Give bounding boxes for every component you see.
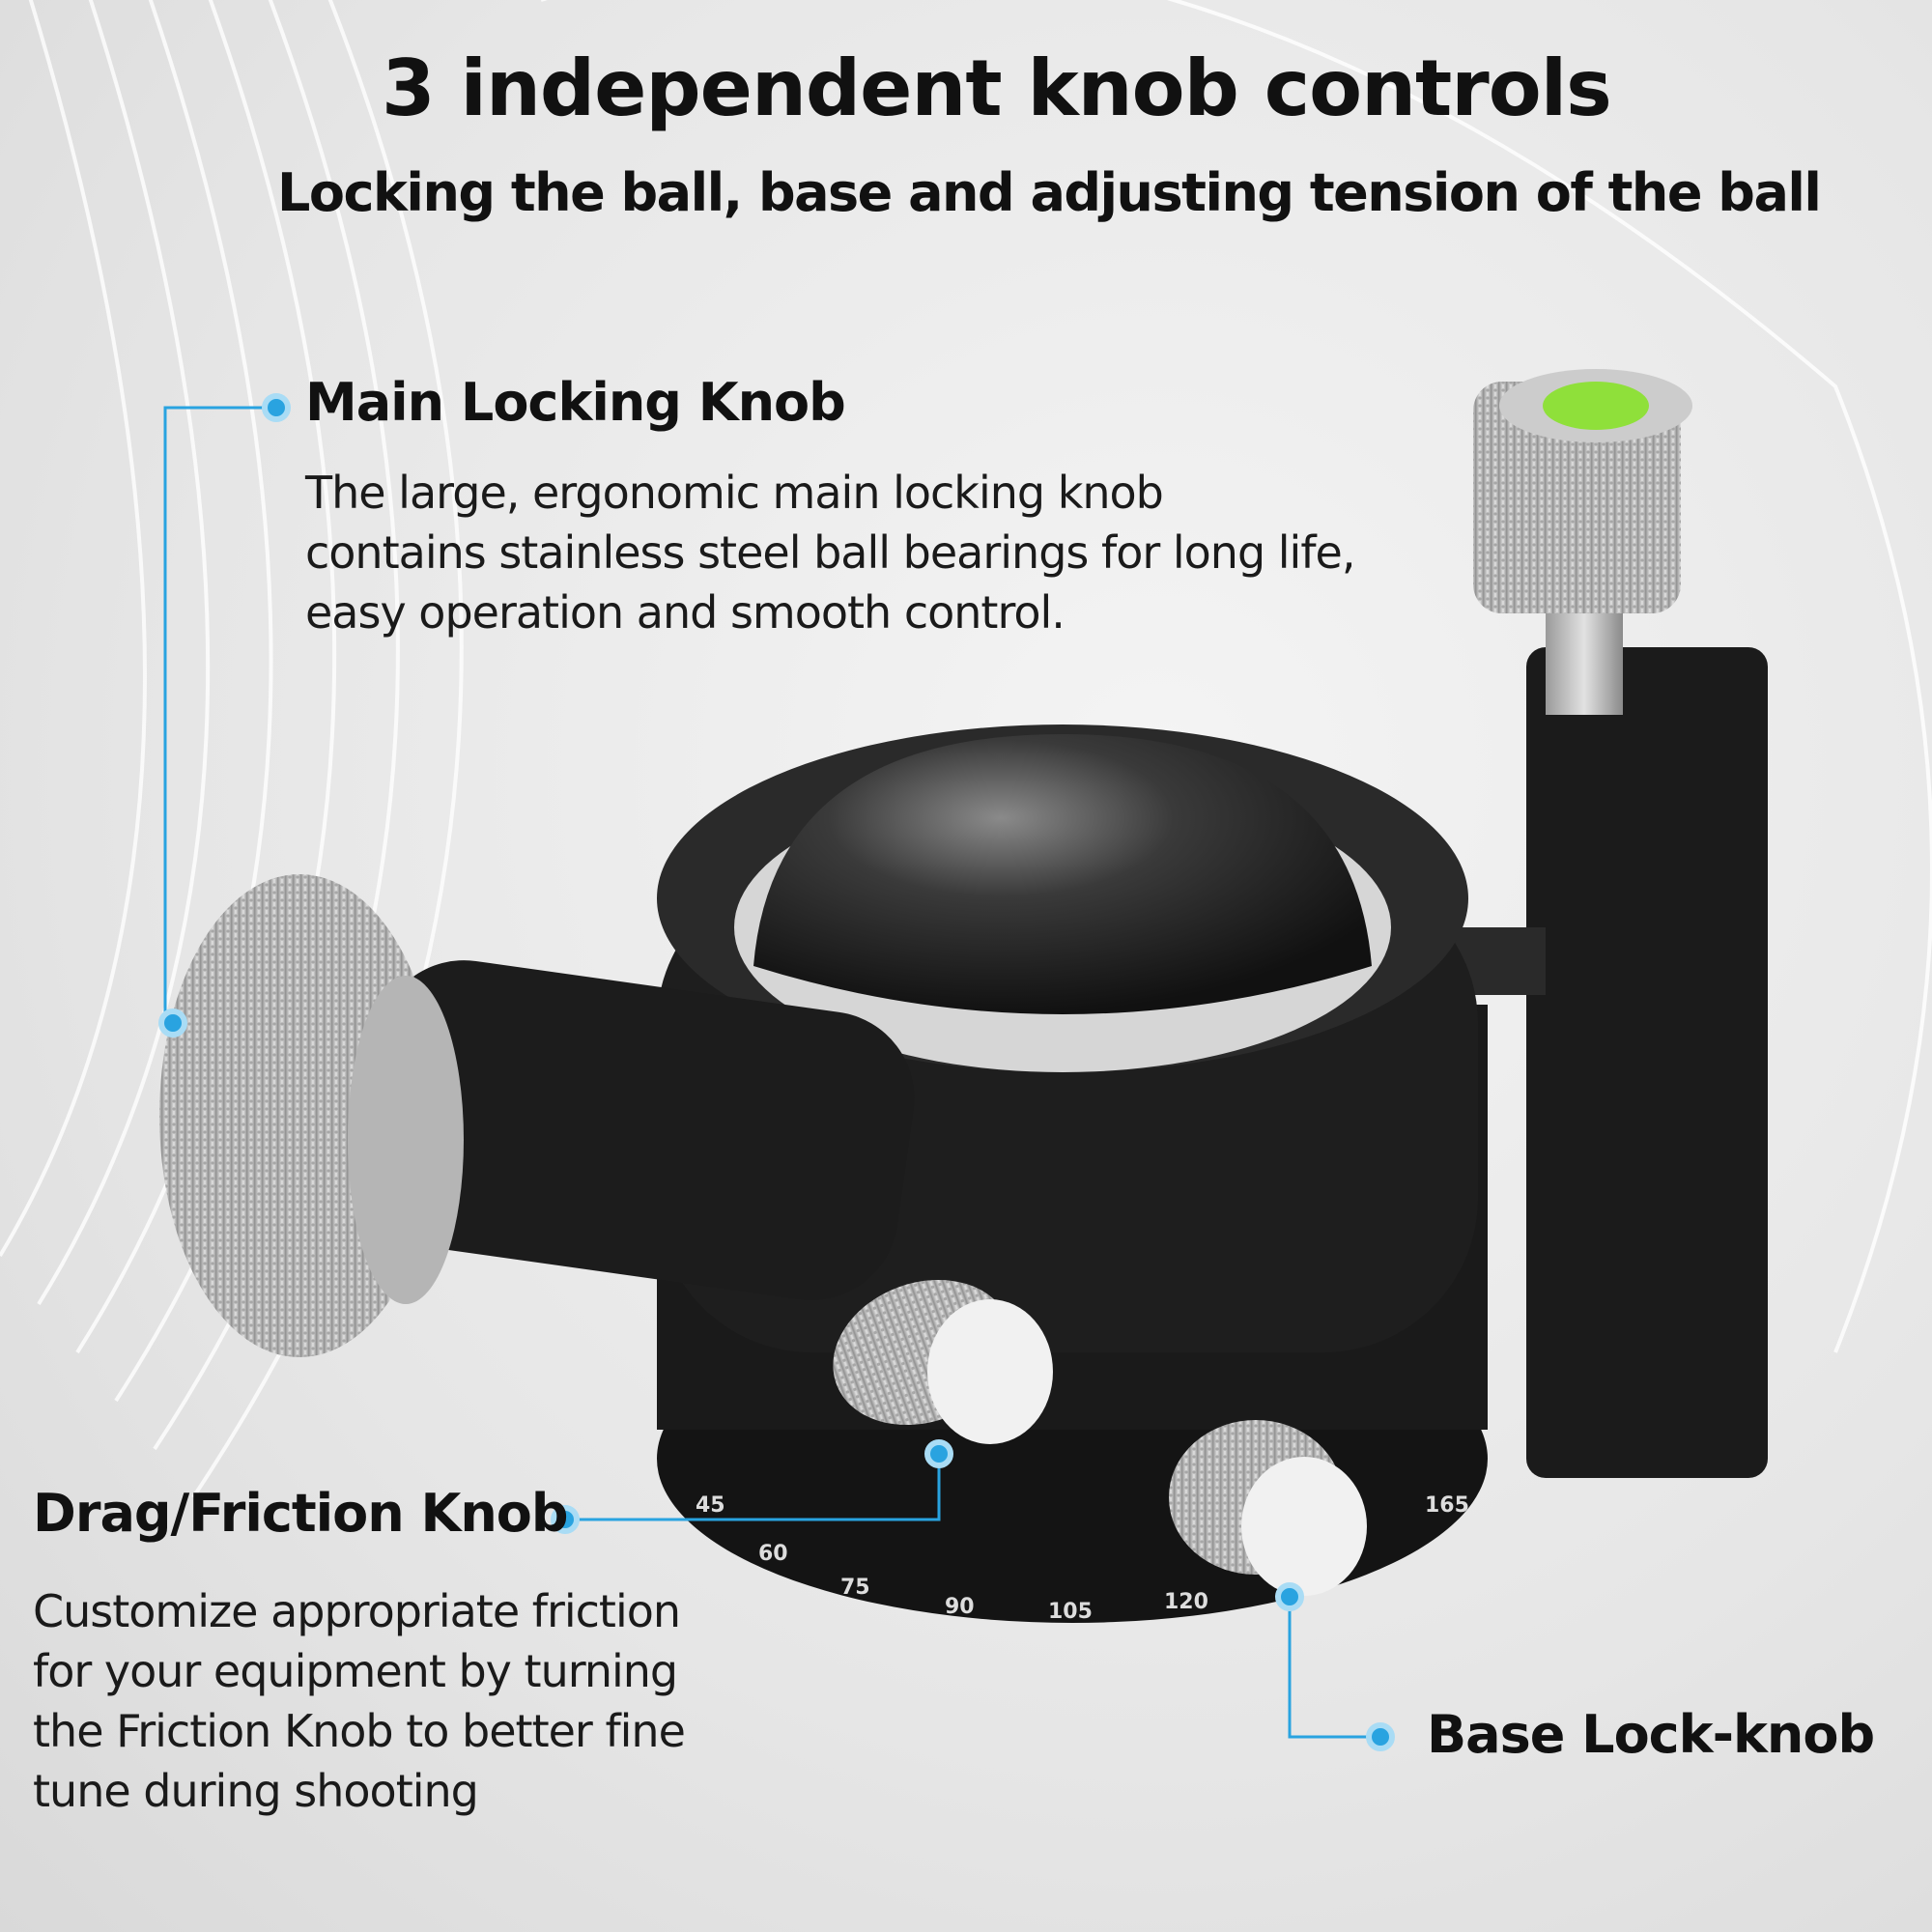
callout-dot <box>1366 1722 1395 1751</box>
main-knob-description: The large, ergonomic main locking knob c… <box>305 463 1355 642</box>
page-subtitle: Locking the ball, base and adjusting ten… <box>277 162 1822 223</box>
drag-knob-heading: Drag/Friction Knob <box>33 1483 569 1544</box>
scale-label: 120 <box>1164 1590 1208 1614</box>
scale-label: 105 <box>1048 1600 1093 1624</box>
scale-label: 165 <box>1425 1493 1469 1518</box>
bubble-level <box>1543 382 1649 430</box>
description-line: for your equipment by turning <box>33 1645 678 1697</box>
ball <box>753 734 1372 1014</box>
scale-label: 60 <box>758 1542 788 1566</box>
scale-label: 45 <box>696 1493 725 1518</box>
base-knob-heading: Base Lock-knob <box>1427 1704 1875 1765</box>
clamp <box>1526 647 1768 1478</box>
description-line: contains stainless steel ball bearings f… <box>305 526 1355 579</box>
page-title: 3 independent knob controls <box>382 43 1612 133</box>
scale-label: 75 <box>840 1576 870 1600</box>
main-knob-heading: Main Locking Knob <box>305 372 846 433</box>
description-line: tune during shooting <box>33 1765 479 1817</box>
callout-dot <box>924 1439 953 1468</box>
callout-dot <box>158 1009 187 1037</box>
callout-dot <box>1275 1582 1304 1611</box>
callout-dot <box>262 393 291 422</box>
scale-label: 90 <box>945 1595 975 1619</box>
description-line: the Friction Knob to better fine <box>33 1705 686 1757</box>
description-line: The large, ergonomic main locking knob <box>305 467 1164 519</box>
description-line: easy operation and smooth control. <box>305 586 1065 639</box>
description-line: Customize appropriate friction <box>33 1585 681 1637</box>
callout-dot <box>551 1505 580 1534</box>
drag-knob-description: Customize appropriate friction for your … <box>33 1581 686 1821</box>
